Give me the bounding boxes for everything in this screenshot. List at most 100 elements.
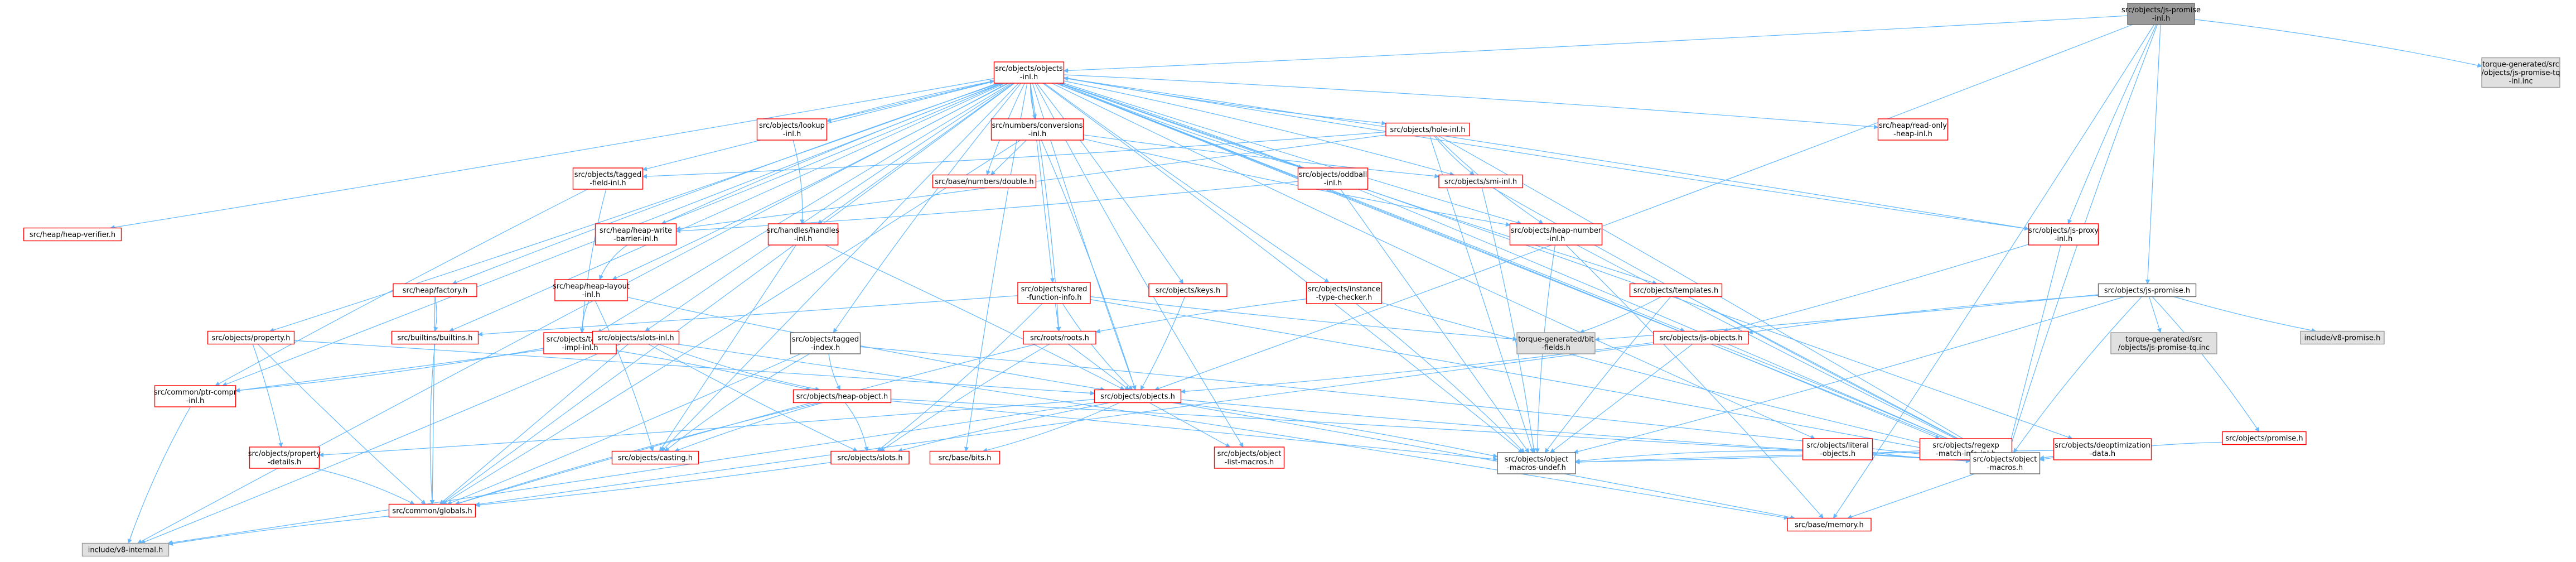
node-label-line: -field-inl.h <box>589 179 626 188</box>
node-roots-h[interactable]: src/roots/roots.h <box>1023 330 1096 345</box>
node-objects-inl[interactable]: src/objects/objects-inl.h <box>993 61 1065 84</box>
node-memory-h[interactable]: src/base/memory.h <box>1787 517 1872 532</box>
node-box <box>929 450 1001 465</box>
node-conversions-inl[interactable]: src/numbers/conversions-inl.h <box>990 118 1084 141</box>
edge-heap_object_h-to-object_macros_undef <box>891 400 1498 462</box>
node-label-line: src/objects/casting.h <box>618 454 693 463</box>
node-lookup-inl[interactable]: src/objects/lookup-inl.h <box>756 118 828 141</box>
node-tg-bit-fields[interactable]: torque-generated/bit-fields.h <box>1516 332 1596 354</box>
node-box <box>154 385 236 407</box>
edge-property_h-to-property_details <box>252 344 283 448</box>
node-globals-h[interactable]: src/common/globals.h <box>388 503 476 518</box>
node-label-line: torque-generated/src <box>2125 335 2202 344</box>
node-objects-h[interactable]: src/objects/objects.h <box>1094 389 1182 404</box>
node-templates-h[interactable]: src/objects/templates.h <box>1629 283 1723 297</box>
edge-tagged_impl_inl-to-ptr_compr_inl <box>235 348 544 393</box>
node-label-line: include/v8-internal.h <box>88 546 163 555</box>
node-label-line: src/common/globals.h <box>392 507 472 516</box>
node-box <box>990 118 1084 141</box>
edge-shared_function_info_inl-to-builtins_h <box>477 295 1018 337</box>
edge-objects_inl-to-instance_type_checker <box>1043 83 1330 283</box>
node-keys-h[interactable]: src/objects/keys.h <box>1148 283 1227 297</box>
node-tagged-index[interactable]: src/objects/tagged-index.h <box>790 332 861 354</box>
edge-js_objects_h-to-object_macros_undef <box>1550 344 1693 453</box>
node-box <box>81 542 170 557</box>
edge-conversions_inl-to-objects_h <box>1041 140 1137 391</box>
node-box <box>249 446 320 469</box>
edge-js_promise_inl-to-js_proxy_inl <box>2067 24 2157 224</box>
node-v8-promise[interactable]: include/v8-promise.h <box>2300 330 2385 345</box>
node-heap-factory[interactable]: src/heap/factory.h <box>393 283 477 297</box>
node-label-line: -inl.h <box>783 130 801 138</box>
node-box <box>592 330 680 345</box>
node-label-line: src/objects/tagged <box>574 171 641 179</box>
edge-objects_inl-to-object_macros <box>1055 83 1979 454</box>
node-heap-write-barrier-inl[interactable]: src/heap/heap-write-barrier-inl.h <box>595 223 677 246</box>
node-ptr-compr-inl[interactable]: src/common/ptr-compr-inl.h <box>154 385 237 407</box>
edge-objects_inl-to-builtins_h <box>449 83 1006 332</box>
edge-js_promise_h-to-object_macros_undef <box>1573 296 2125 454</box>
node-tg-js-promise-tq-inc[interactable]: torque-generated/src/objects/js-promise-… <box>2110 332 2217 354</box>
edge-heap_layout_inl-to-tagged_impl_inl <box>579 300 589 333</box>
edge-js_promise_inl-to-objects_h <box>1154 24 2133 391</box>
edge-property_details-to-globals_h <box>313 468 415 505</box>
node-property-details[interactable]: src/objects/property-details.h <box>248 446 321 469</box>
node-double-h[interactable]: src/base/numbers/double.h <box>932 174 1037 189</box>
node-tg-js-promise-tq-inl[interactable]: torque-generated/src/objects/js-promise-… <box>2481 57 2560 88</box>
edge-objects_h-to-v8_internal <box>167 402 1096 545</box>
node-heap-verifier[interactable]: src/heap/heap-verifier.h <box>23 227 122 242</box>
node-js-promise-inl[interactable]: src/objects/js-promise-inl.h <box>2121 3 2201 25</box>
node-casting-h[interactable]: src/objects/casting.h <box>611 450 699 465</box>
node-heap-number-inl[interactable]: src/objects/heap-number-inl.h <box>1509 223 1603 246</box>
edge-conversions_inl-to-heap_number_inl <box>1083 138 1511 227</box>
node-label-line: -inl.h <box>1028 130 1047 138</box>
node-object-list-macros[interactable]: src/objects/object-list-macros.h <box>1214 446 1285 469</box>
node-js-proxy-inl[interactable]: src/objects/js-proxy-inl.h <box>2028 223 2099 246</box>
node-object-macros-undef[interactable]: src/objects/object-macros-undef.h <box>1497 452 1576 474</box>
node-tagged-field-inl[interactable]: src/objects/tagged-field-inl.h <box>572 167 644 190</box>
edge-heap_write_barrier_inl-to-heap_layout_inl <box>599 244 628 280</box>
node-heap-layout-inl[interactable]: src/heap/heap-layout-inl.h <box>553 279 630 301</box>
node-read-only-heap-inl[interactable]: src/heap/read-only-heap-inl.h <box>1877 118 1949 141</box>
edge-oddball_inl-to-object_macros <box>1357 189 1980 453</box>
node-label-line: src/base/memory.h <box>1795 521 1864 530</box>
node-smi-inl[interactable]: src/objects/smi-inl.h <box>1438 174 1523 189</box>
edge-objects_h-to-memory_h <box>1172 402 1795 520</box>
node-js-promise-h[interactable]: src/objects/js-promise.h <box>2097 283 2197 297</box>
node-hole-inl[interactable]: src/objects/hole-inl.h <box>1385 122 1470 137</box>
edge-heap_layout_inl-to-objects_h <box>627 297 1105 392</box>
node-literal-objects[interactable]: src/objects/literal-objects.h <box>1802 438 1873 460</box>
node-label-line: src/objects/lookup <box>759 122 825 130</box>
node-box <box>792 389 892 404</box>
node-bits-h[interactable]: src/base/bits.h <box>929 450 1001 465</box>
node-box <box>790 332 861 354</box>
node-label-line: -heap-inl.h <box>1893 130 1932 138</box>
edge-objects_inl-to-literal_objects <box>1051 83 1815 439</box>
node-js-objects-h[interactable]: src/objects/js-objects.h <box>1653 330 1749 345</box>
node-shared-function-info-inl[interactable]: src/objects/shared-function-info.h <box>1017 282 1091 304</box>
edge-js_promise_inl-to-memory_h <box>1833 24 2155 519</box>
edge-objects_inl-to-handles_inl <box>817 83 1014 224</box>
node-slots-h[interactable]: src/objects/slots.h <box>830 450 910 465</box>
node-heap-object-h[interactable]: src/objects/heap-object.h <box>792 389 892 404</box>
node-oddball-inl[interactable]: src/objects/oddball-inl.h <box>1297 167 1369 190</box>
node-label-line: src/objects/promise.h <box>2225 435 2303 443</box>
node-property-h[interactable]: src/objects/property.h <box>207 330 295 345</box>
node-object-macros[interactable]: src/objects/object-macros.h <box>1969 452 2041 474</box>
edge-js_objects_h-to-object_macros <box>1716 343 1980 453</box>
node-layer: src/objects/js-promise-inl.h torque-gener… <box>23 3 2560 557</box>
node-box <box>2053 438 2152 460</box>
node-slots-inl[interactable]: src/objects/slots-inl.h <box>592 330 680 345</box>
node-label-line: src/base/numbers/double.h <box>935 178 1033 186</box>
edge-conversions_inl-to-double_h <box>990 140 1027 176</box>
node-label-line: src/objects/js-objects.h <box>1659 334 1742 343</box>
node-v8-internal[interactable]: include/v8-internal.h <box>81 542 170 557</box>
node-instance-type-checker[interactable]: src/objects/instance-type-checker.h <box>1306 282 1383 304</box>
edge-shared_function_info_inl-to-object_macros <box>1090 299 1971 459</box>
node-label-line: src/objects/object <box>1217 450 1282 458</box>
node-deoptimization-data[interactable]: src/objects/deoptimization-data.h <box>2053 438 2152 460</box>
edge-js_proxy_inl-to-objects_inl <box>1063 76 2029 229</box>
node-handles-inl[interactable]: src/handles/handles-inl.h <box>767 223 839 246</box>
node-builtins-h[interactable]: src/builtins/builtins.h <box>391 330 479 345</box>
node-promise-h[interactable]: src/objects/promise.h <box>2222 431 2307 445</box>
